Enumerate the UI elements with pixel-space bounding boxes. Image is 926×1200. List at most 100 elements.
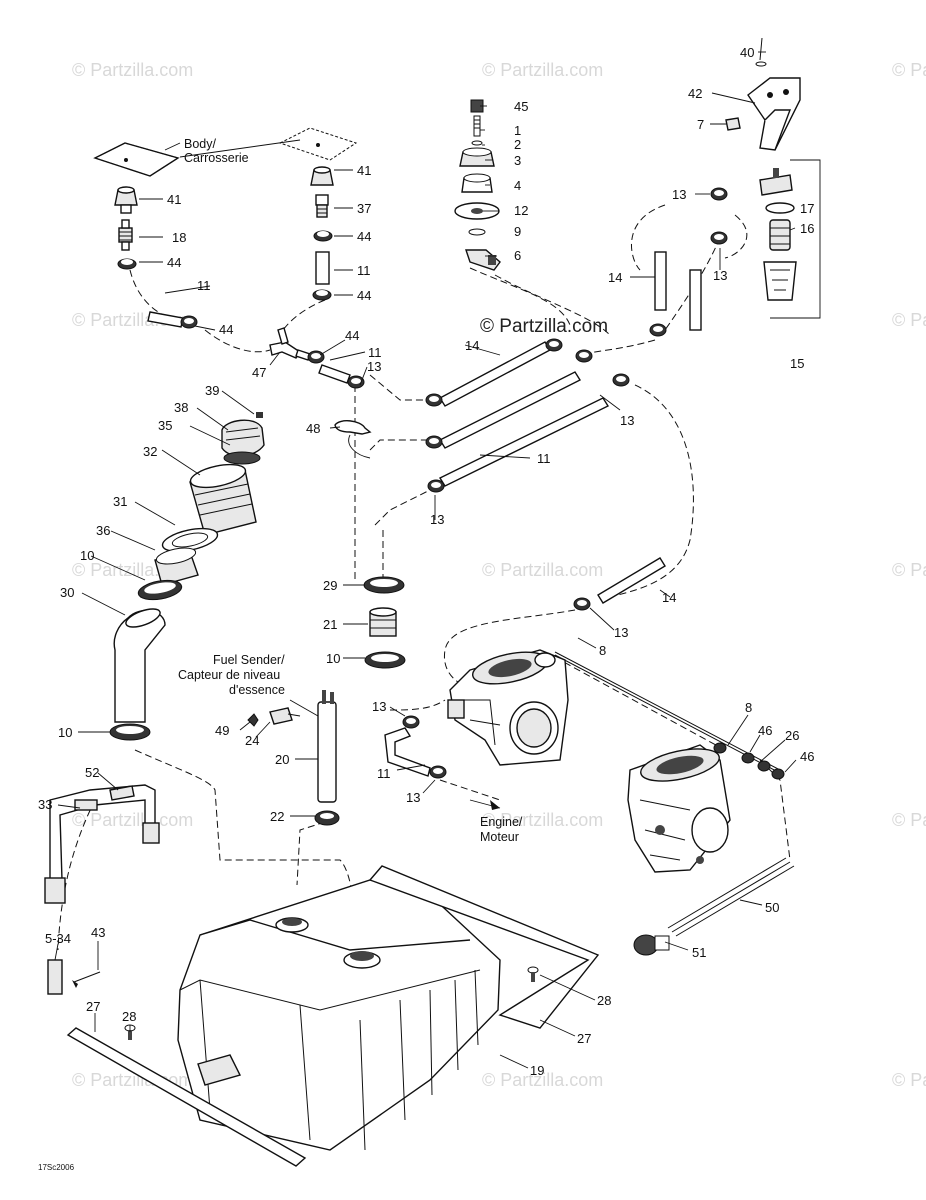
fuel-sender-label-1: Fuel Sender/ <box>213 653 285 667</box>
clamp-10-top <box>137 579 183 601</box>
callout-38: 38 <box>174 400 188 415</box>
callout-42: 42 <box>688 86 702 101</box>
callout-48: 48 <box>306 421 320 436</box>
callout-11b: 11 <box>357 263 371 278</box>
callout-36: 36 <box>96 523 110 538</box>
callout-8b: 8 <box>745 700 752 715</box>
clamp-13-return <box>573 597 591 611</box>
callout-7: 7 <box>697 117 704 132</box>
callout-20: 20 <box>275 752 289 767</box>
carburetor-front <box>447 649 569 766</box>
callout-16: 16 <box>800 221 814 236</box>
filter-clamps <box>649 187 728 337</box>
callout-5-34: 5-34 <box>45 931 71 946</box>
filler-gasket <box>161 527 219 553</box>
callout-28a: 28 <box>122 1009 136 1024</box>
callout-1: 1 <box>514 123 521 138</box>
callout-13d: 13 <box>620 413 634 428</box>
cable-washers <box>713 742 785 780</box>
body-mount-plate-right <box>278 127 358 161</box>
watermark-layer: © Partzilla.com © Partzilla.com © Partzi… <box>72 60 926 1090</box>
watermark-text: © Partzilla.com <box>72 810 193 830</box>
callout-44c: 44 <box>357 229 371 244</box>
callout-52: 52 <box>85 765 99 780</box>
body-label: Body/ <box>184 137 216 151</box>
vent-hose-right <box>315 251 330 285</box>
callout-13h: 13 <box>406 790 420 805</box>
callout-15: 15 <box>790 356 804 371</box>
filler-cap <box>221 412 265 465</box>
y-fitting <box>269 327 311 361</box>
callout-26: 26 <box>785 728 799 743</box>
fuel-sender-label-2: Capteur de niveau <box>178 668 280 682</box>
filler-hose <box>113 608 166 723</box>
callout-13b: 13 <box>713 268 727 283</box>
clamp-44-left <box>117 258 137 270</box>
callout-8a: 8 <box>599 643 606 658</box>
sender-connector <box>247 707 301 727</box>
callout-10c: 10 <box>58 725 72 740</box>
callout-32: 32 <box>143 444 157 459</box>
engine-label: Engine/ <box>480 815 523 829</box>
callout-17: 17 <box>800 201 814 216</box>
callout-13f: 13 <box>614 625 628 640</box>
watermark-text: © Partzilla.com <box>72 60 193 80</box>
callout-33: 33 <box>38 797 52 812</box>
hose-clip <box>334 420 372 459</box>
fuel-sender <box>317 690 337 803</box>
drawing-code: 17Sc2006 <box>38 1163 75 1172</box>
choke-cable <box>667 857 795 937</box>
clamp-44-right-top <box>313 230 333 242</box>
vent-hose-left <box>147 311 198 329</box>
callout-27a: 27 <box>86 999 100 1014</box>
callout-9: 9 <box>514 224 521 239</box>
callout-11c: 11 <box>368 345 382 360</box>
check-valve-left <box>118 219 133 251</box>
callout-47: 47 <box>252 365 266 380</box>
callout-35: 35 <box>158 418 172 433</box>
return-hose <box>597 557 666 604</box>
callout-14a: 14 <box>608 270 622 285</box>
tank-strap <box>44 784 160 904</box>
callout-13c: 13 <box>367 359 381 374</box>
carburetor-rear <box>627 744 731 873</box>
callout-46b: 46 <box>800 749 814 764</box>
callout-44a: 44 <box>167 255 181 270</box>
check-valve-right <box>315 194 329 218</box>
callout-44b: 44 <box>219 322 233 337</box>
clamp-44-right-bottom <box>312 289 332 301</box>
callout-2: 2 <box>514 137 521 152</box>
watermark-text: © Partzilla.com <box>482 60 603 80</box>
filler-nut <box>154 547 199 586</box>
filler-neck <box>189 463 257 536</box>
callout-45: 45 <box>514 99 528 114</box>
callout-24: 24 <box>245 733 259 748</box>
vent-grommet-left <box>114 186 138 214</box>
callout-10b: 10 <box>326 651 340 666</box>
carrosserie-label: Carrosserie <box>184 151 249 165</box>
clamp-29 <box>363 576 405 594</box>
callout-labels: 40 42 7 45 1 2 3 4 12 9 6 13 17 16 13 14… <box>38 45 814 1078</box>
watermark-text: © Partzilla.com <box>482 1070 603 1090</box>
callout-13e: 13 <box>430 512 444 527</box>
choke-knob <box>633 934 670 956</box>
clamp-10-bottom <box>109 723 151 741</box>
callout-3: 3 <box>514 153 521 168</box>
hook-and-bolt <box>47 959 101 995</box>
body-mount-plate-left <box>93 142 180 177</box>
callout-41b: 41 <box>357 163 371 178</box>
tank-support-left <box>66 1027 307 1167</box>
callout-30: 30 <box>60 585 74 600</box>
choke-linkage <box>554 651 781 771</box>
sender-seal <box>314 810 340 826</box>
callout-13g: 13 <box>372 699 386 714</box>
callout-28b: 28 <box>597 993 611 1008</box>
watermark-text: © Partzilla.com <box>892 310 926 330</box>
fuel-hoses-long <box>438 341 610 487</box>
callout-22: 22 <box>270 809 284 824</box>
fuel-sender-label-3: d'essence <box>229 683 285 697</box>
moteur-label: Moteur <box>480 830 519 844</box>
watermark-text: © Partzilla.com <box>892 560 926 580</box>
filter-hoses <box>654 251 702 331</box>
